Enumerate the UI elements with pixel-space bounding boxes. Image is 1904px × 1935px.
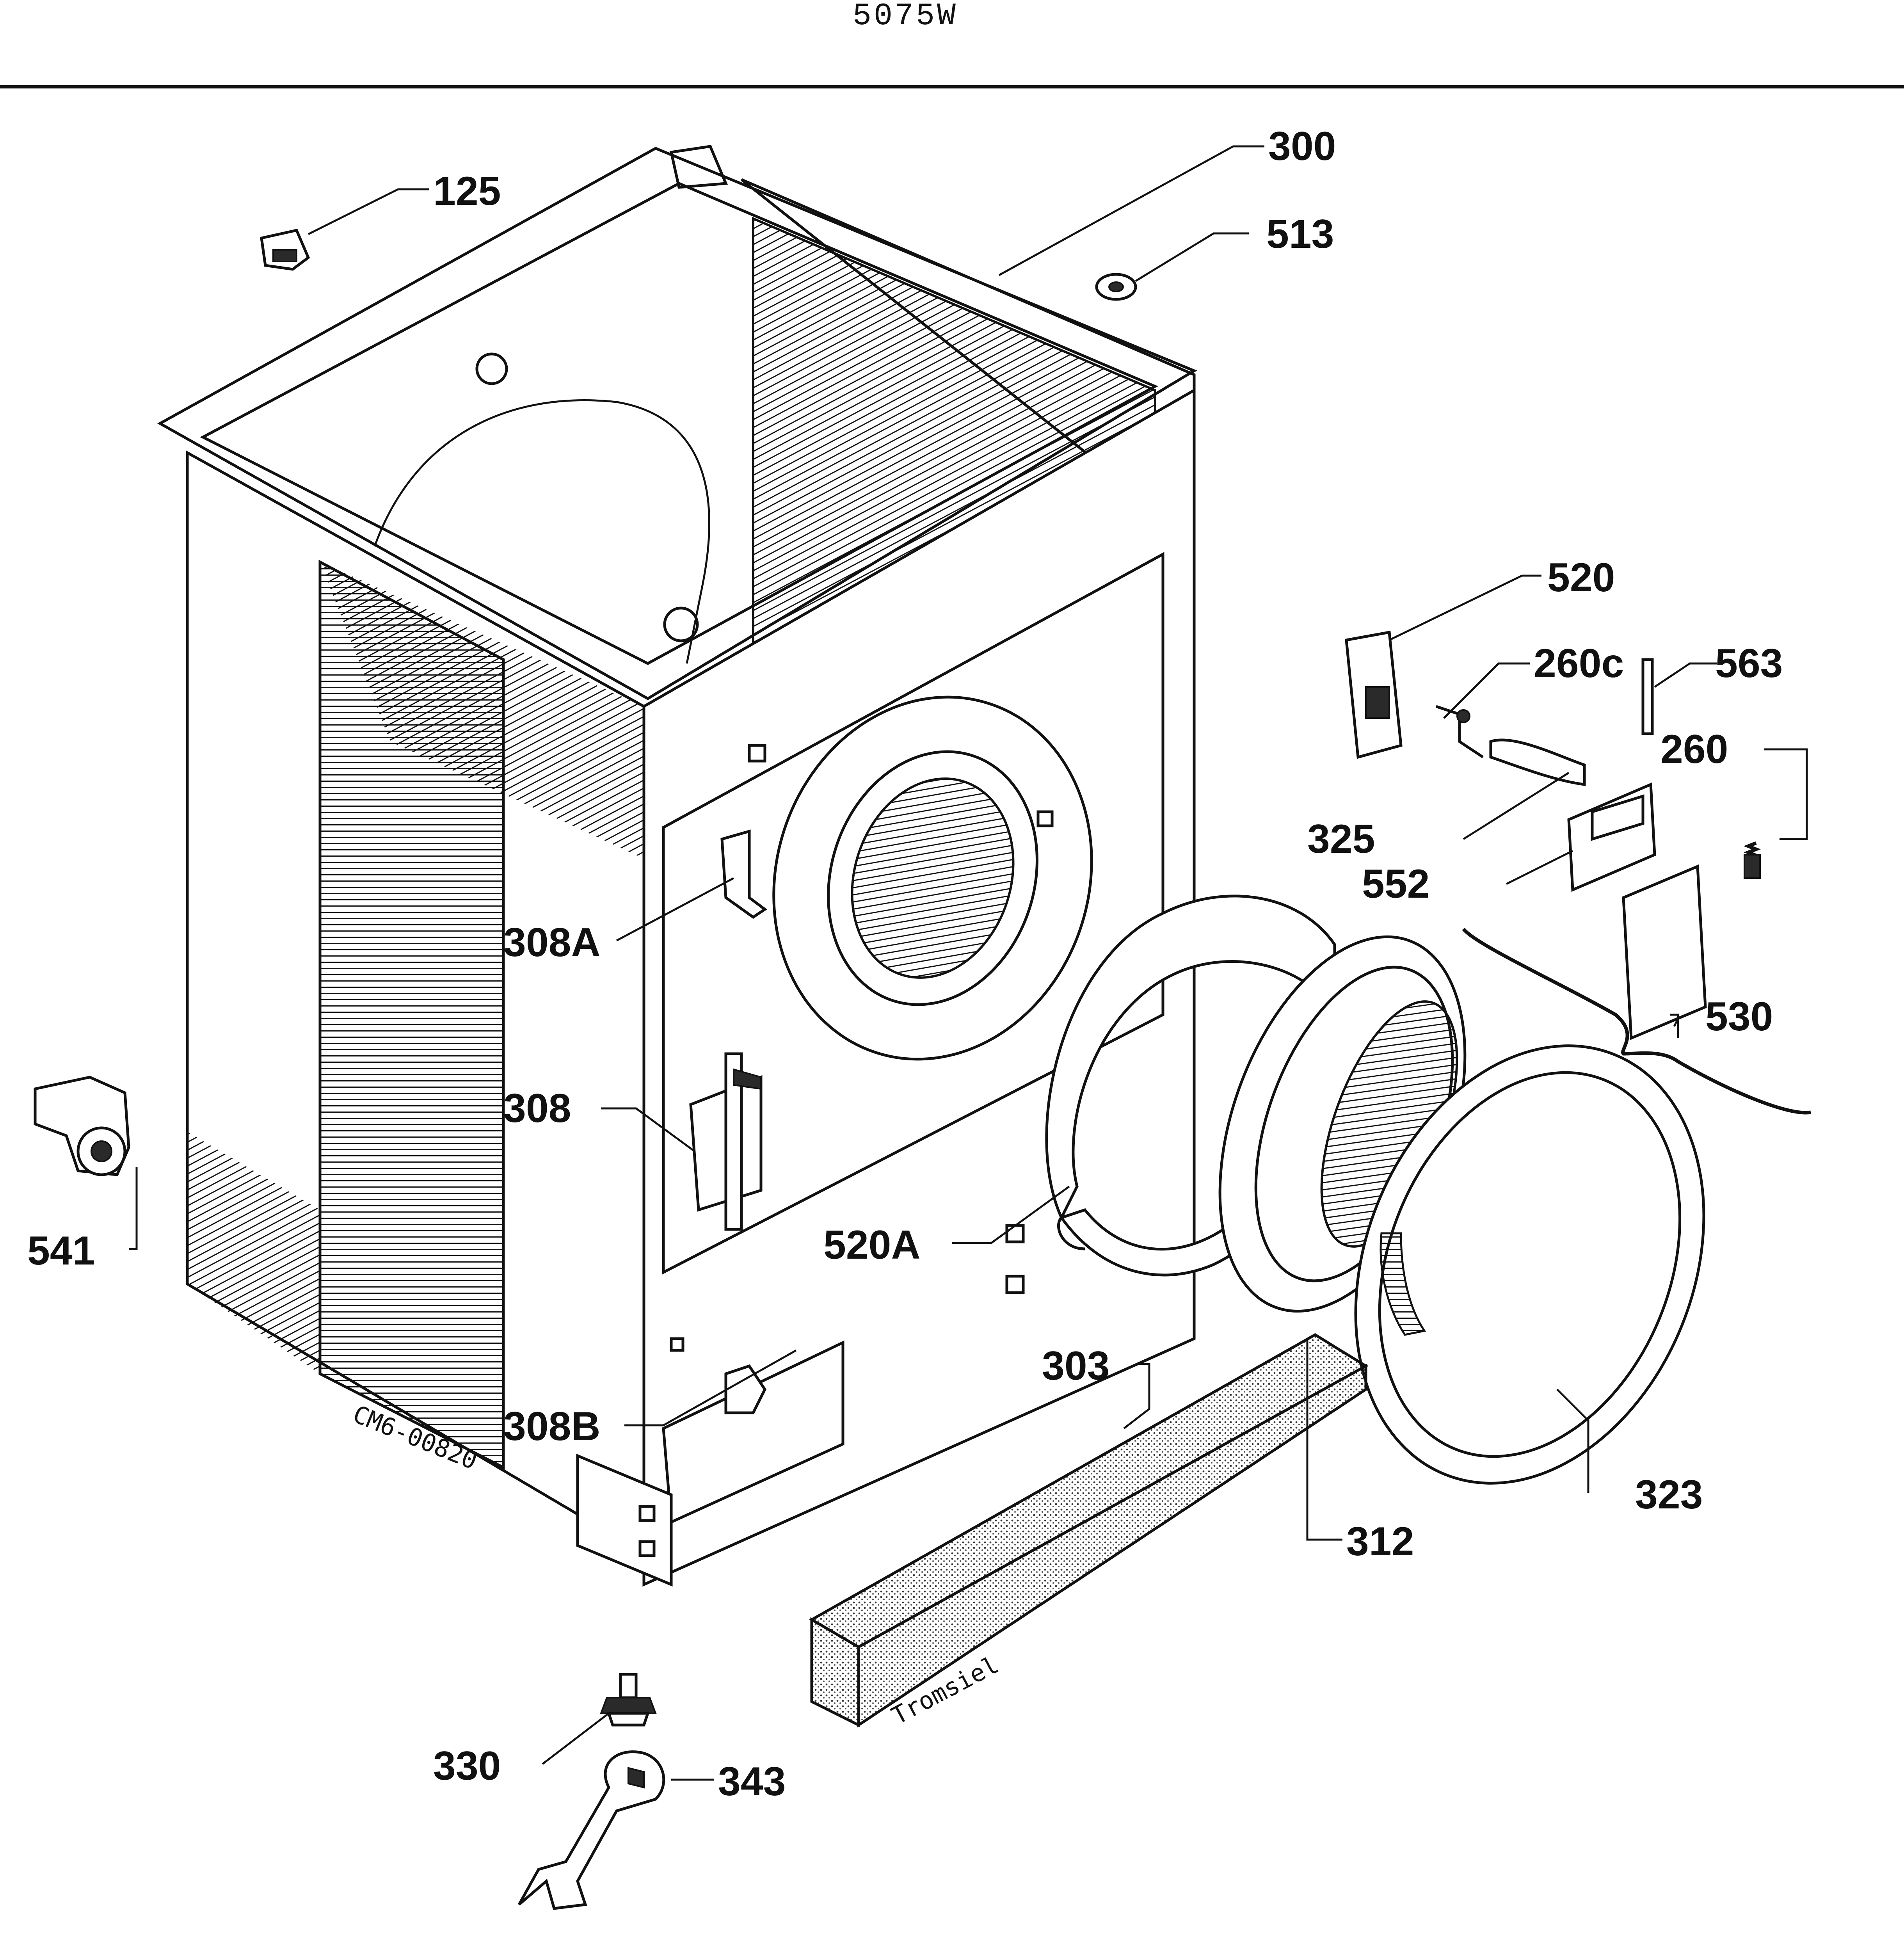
callout-330: 330 <box>433 1743 501 1789</box>
hinge-308 <box>689 1052 763 1231</box>
lock-group-bracket <box>1462 928 1811 1115</box>
callout-308b: 308B <box>503 1404 601 1449</box>
callout-260c: 260c <box>1534 641 1624 686</box>
callout-312: 312 <box>1346 1519 1414 1564</box>
callout-563: 563 <box>1715 641 1783 686</box>
callout-308: 308 <box>503 1086 571 1131</box>
callout-300: 300 <box>1268 124 1336 169</box>
cap-513 <box>1095 273 1137 301</box>
catch-552 <box>1567 782 1656 892</box>
callout-303: 303 <box>1042 1343 1110 1389</box>
foot-330 <box>600 1673 657 1727</box>
diagram-title: 5075W <box>853 0 958 34</box>
callout-325: 325 <box>1307 816 1375 862</box>
spanner-343 <box>517 1750 665 1910</box>
plinth-303: Tromsiel <box>809 1333 1369 1730</box>
callout-308a: 308A <box>503 920 601 965</box>
callout-323: 323 <box>1635 1472 1703 1517</box>
callout-513: 513 <box>1266 212 1334 257</box>
callout-541: 541 <box>27 1228 95 1273</box>
leader-lines <box>129 145 1808 1781</box>
pump-541 <box>34 1076 130 1176</box>
lock-520 <box>1345 630 1403 759</box>
callout-520a: 520A <box>823 1222 921 1268</box>
hinge-bracket-308b <box>724 1364 767 1414</box>
callout-343: 343 <box>718 1759 786 1804</box>
clip-125 <box>260 228 310 271</box>
hinge-bracket-308a <box>720 829 768 919</box>
callout-520: 520 <box>1547 555 1615 600</box>
lock-cover-530 <box>1622 864 1707 1040</box>
pin-563 <box>1641 658 1654 735</box>
callout-125: 125 <box>433 169 501 214</box>
callout-260: 260 <box>1660 727 1728 772</box>
callout-552: 552 <box>1362 861 1430 907</box>
callout-530: 530 <box>1705 994 1773 1039</box>
spring-260 <box>1743 841 1761 879</box>
spring-clip-260c <box>1435 705 1484 758</box>
callout-labels: 300 125 513 520 260c 563 260 325 552 530… <box>27 124 1783 1804</box>
door-outer-ring-323 <box>1354 1044 1705 1485</box>
lever-325 <box>1489 738 1586 786</box>
cabinet-300 <box>157 145 1197 1587</box>
